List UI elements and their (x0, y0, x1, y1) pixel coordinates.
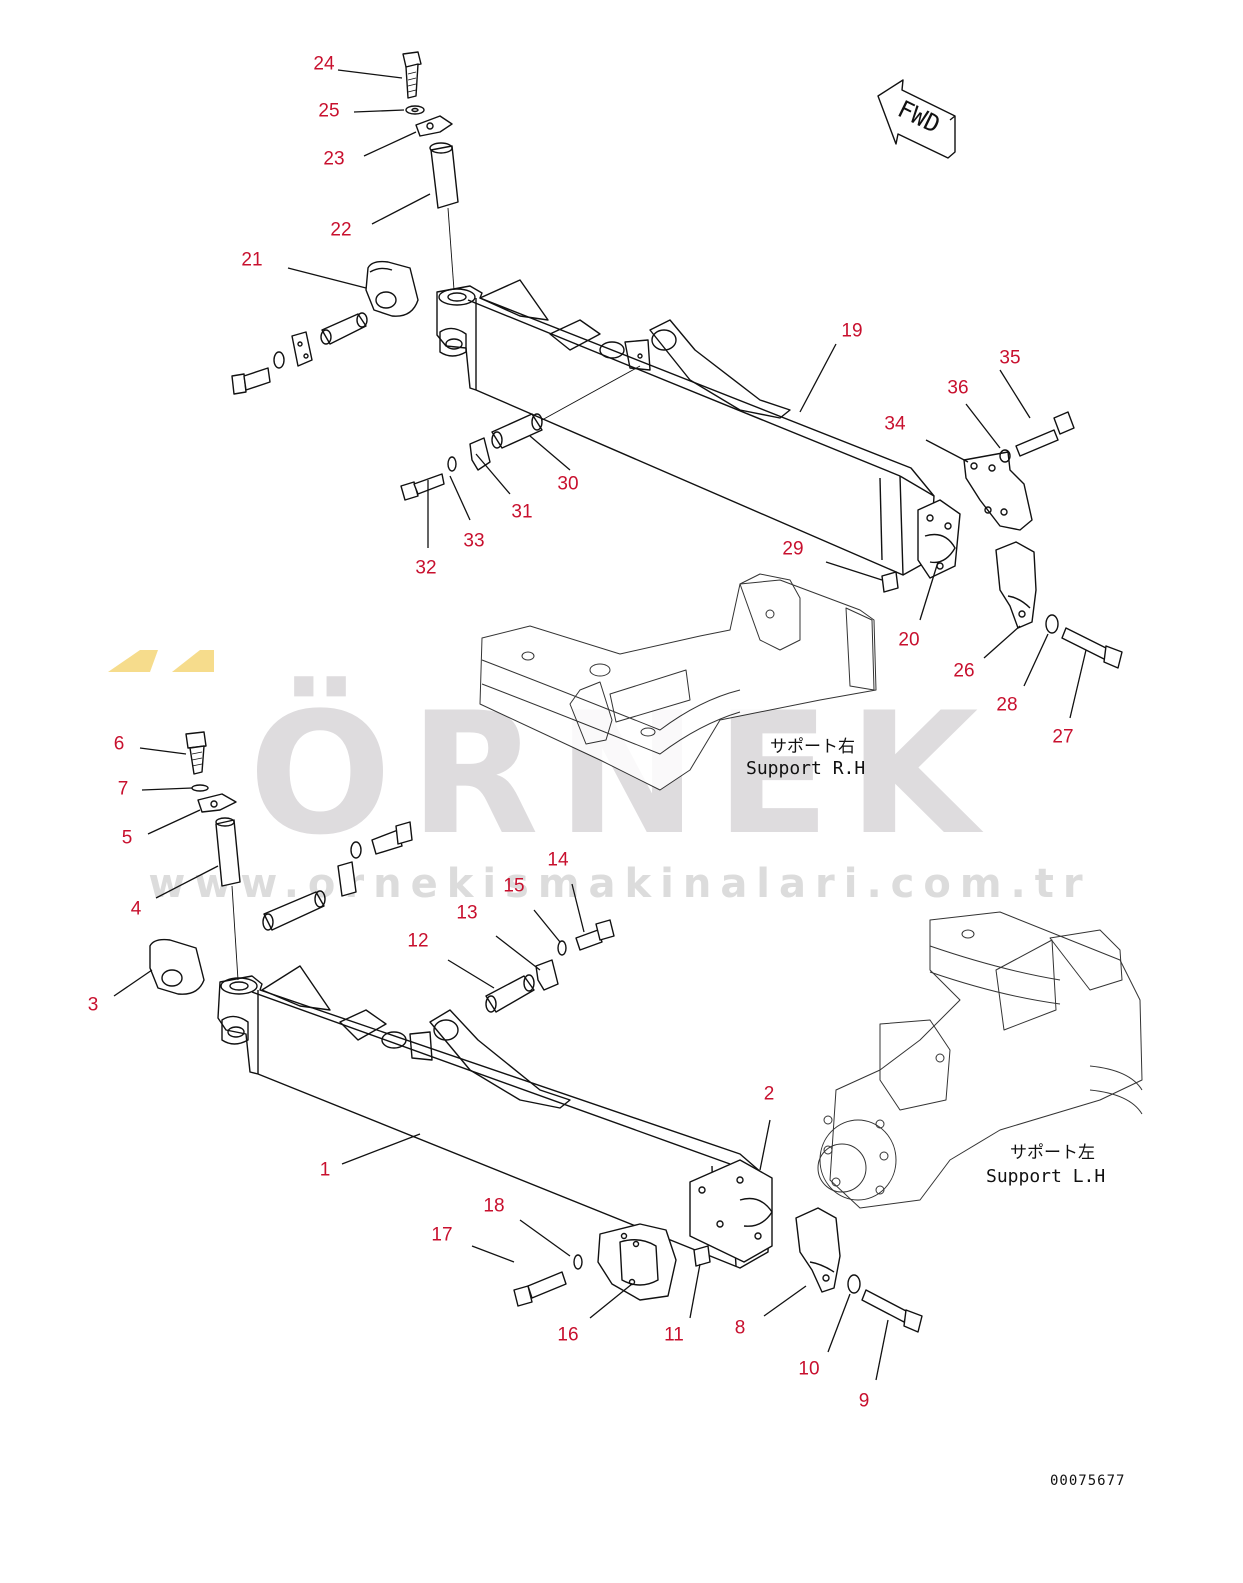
washer-33 (447, 456, 457, 472)
callout-4: 4 (130, 898, 142, 920)
callout-9: 9 (858, 1390, 870, 1412)
callout-21: 21 (241, 249, 263, 271)
guard-16 (597, 1223, 677, 1301)
washer-7 (191, 784, 209, 792)
lock-plate-31 (469, 437, 491, 471)
bolt-9 (861, 1289, 923, 1333)
callout-17: 17 (431, 1224, 453, 1246)
support-lh-jp: サポート左 (1010, 1143, 1095, 1163)
callout-5: 5 (121, 827, 133, 849)
washer-10 (847, 1274, 861, 1294)
callout-10: 10 (798, 1358, 820, 1380)
upper-beam-19 (436, 279, 961, 579)
fwd-label: FWD (893, 95, 944, 139)
lock-plate-13 (535, 959, 559, 991)
callout-30: 30 (557, 473, 579, 495)
bracket-34 (963, 451, 1033, 531)
washer-15 (557, 940, 567, 956)
callout-28: 28 (996, 694, 1018, 716)
callout-12: 12 (407, 930, 429, 952)
lower-bushing-3 (149, 938, 205, 995)
callout-29: 29 (782, 538, 804, 560)
callout-15: 15 (503, 875, 525, 897)
callout-19: 19 (841, 320, 863, 342)
pin-30 (491, 365, 641, 449)
lower-side-pin-assembly (262, 821, 413, 931)
watermark-accent (108, 650, 214, 672)
callout-20: 20 (898, 629, 920, 651)
callout-18: 18 (483, 1195, 505, 1217)
support-rh-outline (479, 573, 877, 791)
upper-bushing-21 (365, 260, 419, 317)
fwd-arrow-icon: FWD (877, 79, 956, 159)
callout-34: 34 (884, 413, 906, 435)
bolt-24 (402, 51, 422, 99)
washer-36 (999, 449, 1011, 463)
callout-25: 25 (318, 100, 340, 122)
support-lh-outline (817, 911, 1143, 1209)
bolt-14 (575, 919, 615, 951)
bolt-6 (185, 731, 207, 775)
callout-23: 23 (323, 148, 345, 170)
lock-plate-23 (415, 115, 453, 137)
support-rh-jp: サポート右 (770, 737, 855, 757)
callout-11: 11 (664, 1324, 684, 1346)
bolt-27 (1061, 627, 1123, 669)
cap-26 (995, 541, 1037, 629)
callout-35: 35 (999, 347, 1021, 369)
callout-33: 33 (463, 530, 485, 552)
callout-24: 24 (313, 53, 335, 75)
callout-26: 26 (953, 660, 975, 682)
callout-7: 7 (117, 778, 129, 800)
lower-pin-4 (215, 817, 241, 981)
callout-27: 27 (1052, 726, 1074, 748)
washer-18 (573, 1254, 583, 1270)
callout-1: 1 (319, 1159, 331, 1181)
callout-36: 36 (947, 377, 969, 399)
block-11 (693, 1245, 711, 1267)
washer-28 (1045, 614, 1059, 634)
callout-2: 2 (763, 1083, 775, 1105)
callout-32: 32 (415, 557, 437, 579)
callout-22: 22 (330, 219, 352, 241)
callout-31: 31 (511, 501, 533, 523)
callout-3: 3 (87, 994, 99, 1016)
drawing-number: 00075677 (1050, 1473, 1126, 1489)
washer-25 (405, 105, 425, 115)
bolt-32 (400, 473, 445, 501)
bolt-35 (1015, 411, 1075, 457)
callout-14: 14 (547, 849, 569, 871)
upper-side-pin-assembly (231, 312, 368, 395)
upper-pin-22 (429, 142, 459, 291)
support-lh-en: Support L.H (986, 1166, 1105, 1187)
bolt-17 (513, 1271, 567, 1307)
lock-plate-5 (197, 793, 237, 813)
block-29 (881, 571, 899, 593)
lower-beam-1 (217, 965, 773, 1269)
leader-lines (113, 69, 1087, 1381)
callout-13: 13 (456, 902, 478, 924)
pin-12 (485, 974, 535, 1013)
callout-16: 16 (557, 1324, 579, 1346)
cap-8 (795, 1207, 841, 1293)
callout-6: 6 (113, 733, 125, 755)
support-rh-en: Support R.H (746, 758, 865, 779)
callout-8: 8 (734, 1317, 746, 1339)
